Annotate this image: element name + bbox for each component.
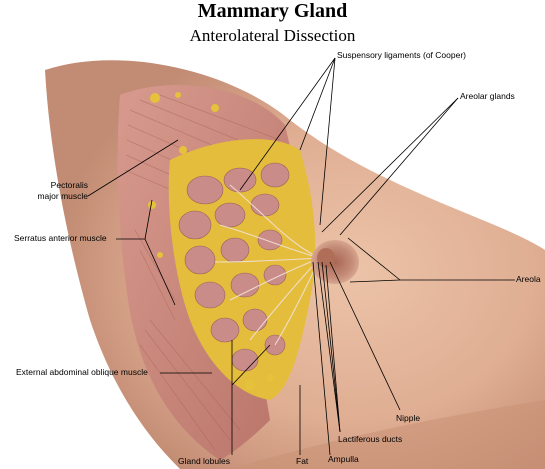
fat-globules — [148, 92, 274, 390]
page-subtitle: Anterolateral Dissection — [189, 26, 356, 45]
label-areola: Areola — [516, 274, 541, 284]
label-external-oblique: External abdominal oblique muscle — [16, 367, 148, 377]
label-fat: Fat — [296, 456, 309, 466]
label-ampulla: Ampulla — [328, 454, 359, 464]
shadow-fold — [230, 400, 545, 469]
label-pectoralis-line2: major muscle — [37, 191, 88, 201]
label-areolar-glands: Areolar glands — [460, 91, 515, 101]
gland-lobules — [178, 162, 290, 372]
page-title: Mammary Gland — [197, 0, 348, 22]
leader-lines — [87, 57, 515, 456]
label-lactiferous-ducts: Lactiferous ducts — [338, 434, 403, 444]
label-nipple: Nipple — [396, 413, 421, 423]
label-serratus-anterior: Serratus anterior muscle — [14, 233, 107, 243]
label-pectoralis-line1: Pectoralis — [50, 180, 88, 190]
label-gland-lobules: Gland lobules — [178, 456, 230, 466]
label-suspensory-ligaments: Suspensory ligaments (of Cooper) — [337, 50, 466, 60]
